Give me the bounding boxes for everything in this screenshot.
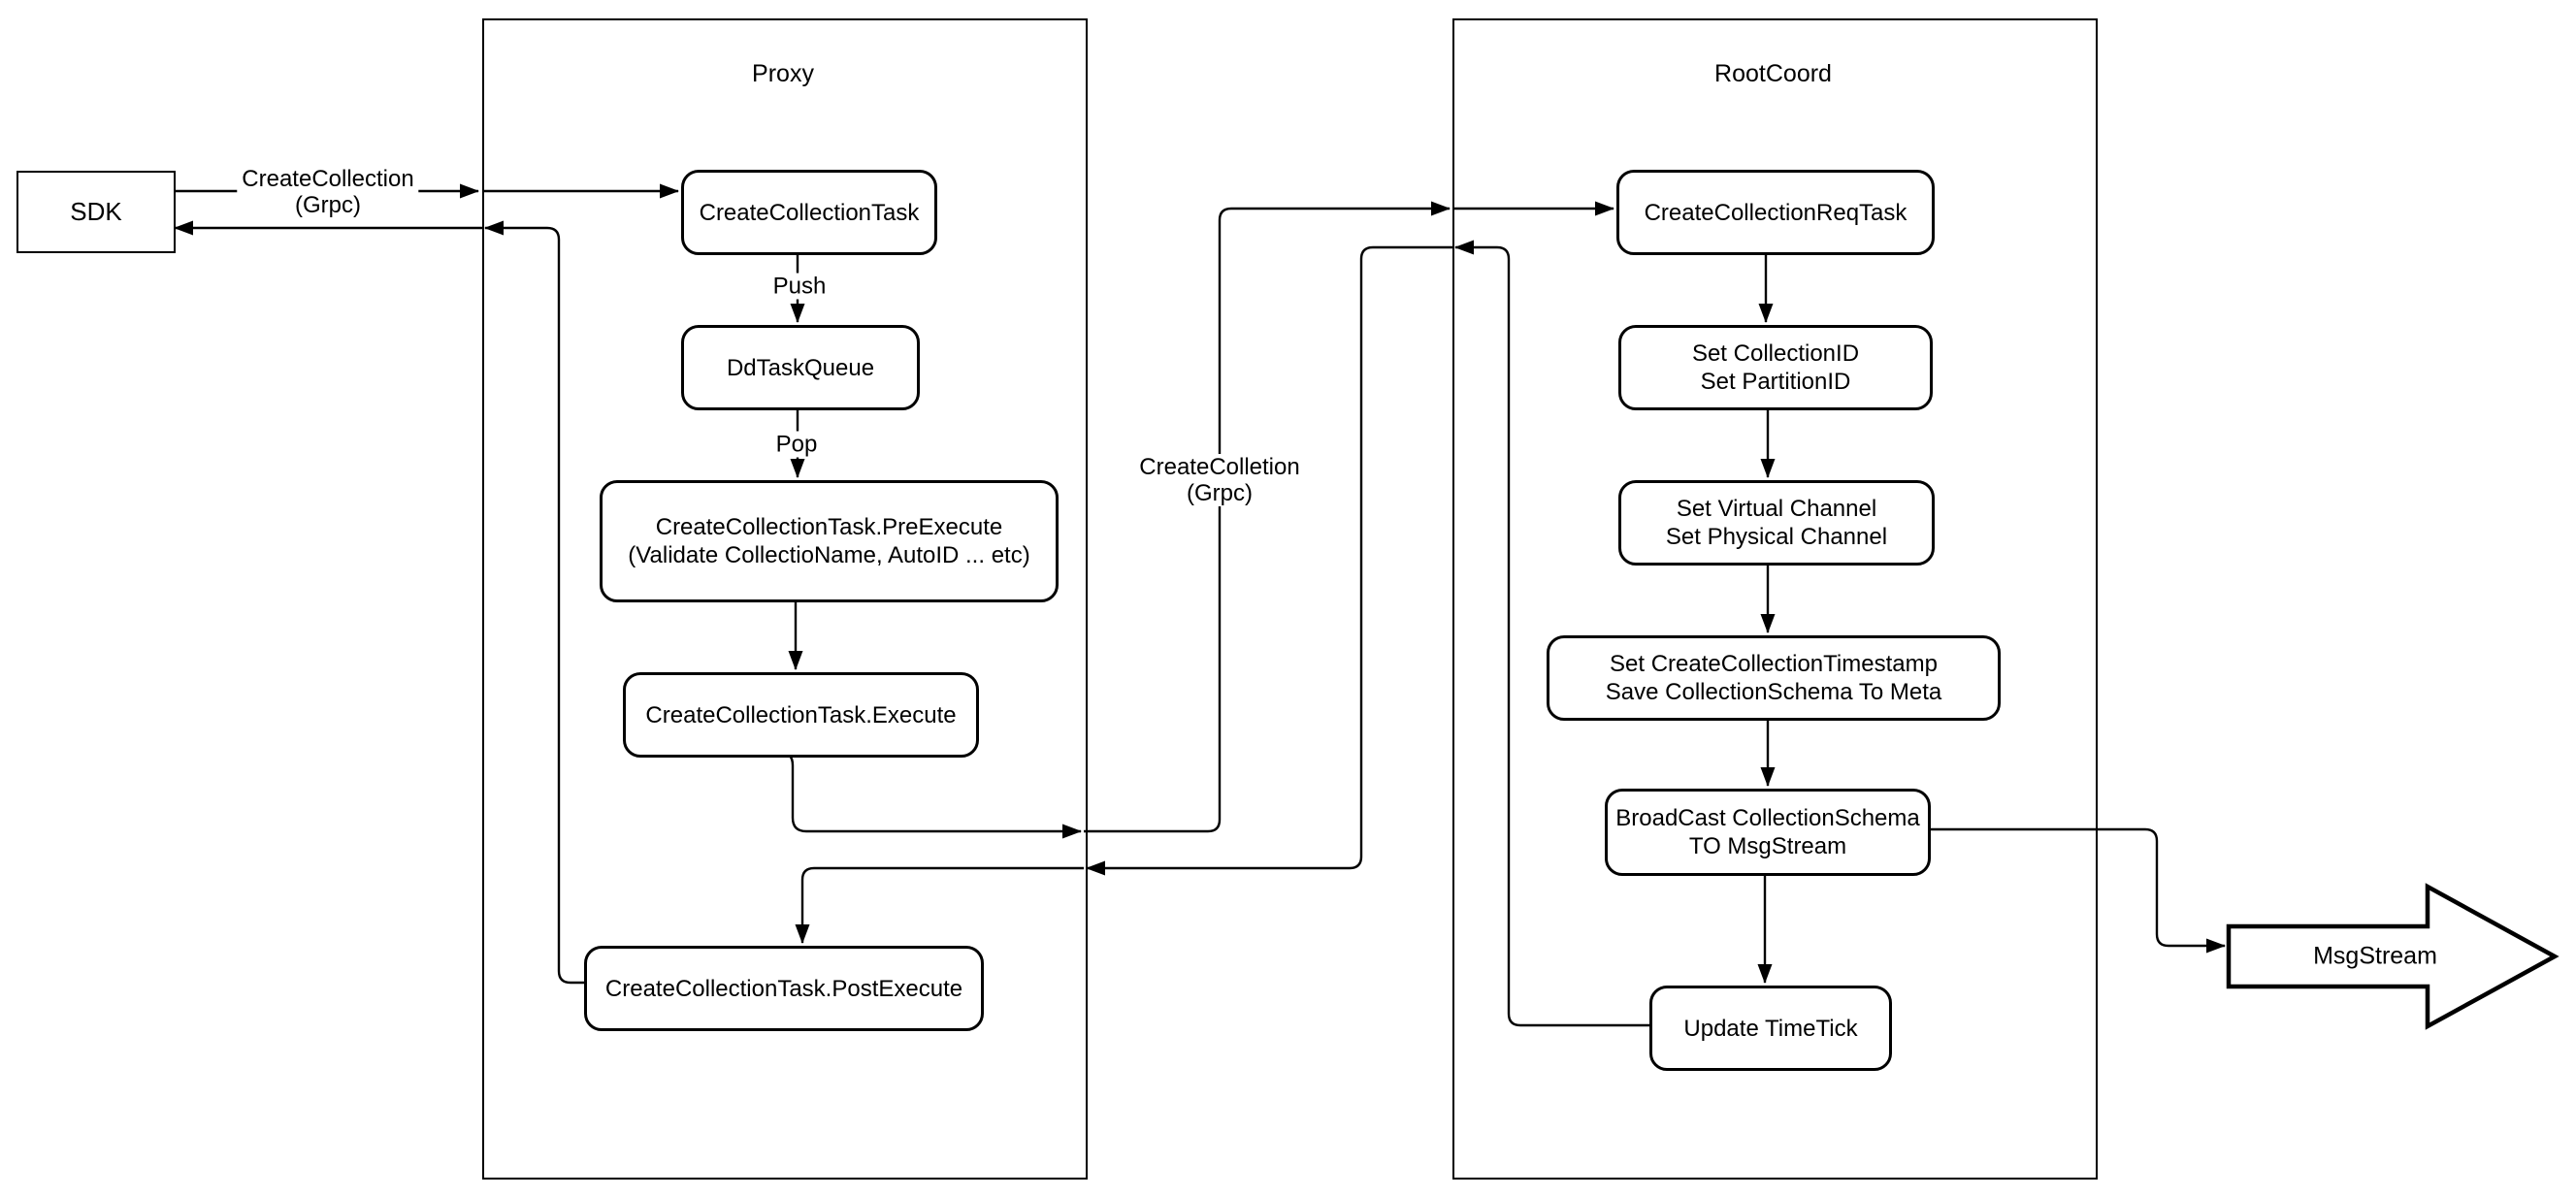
edge-proxy-to-rootcoord-border — [1084, 201, 1451, 833]
proxy-container — [482, 18, 1088, 1180]
node-execute: CreateCollectionTask.Execute — [623, 672, 979, 758]
rootcoord-container — [1452, 18, 2098, 1180]
node-create-collection-task: CreateCollectionTask — [681, 170, 937, 255]
edge-broadcast-to-msgstream — [1925, 827, 2226, 954]
msgstream-label: MsgStream — [2313, 942, 2437, 970]
edge-label-pop: Pop — [770, 431, 823, 458]
node-sdk: SDK — [16, 171, 176, 253]
node-update-timetick: Update TimeTick — [1649, 986, 1892, 1071]
edge-label-push: Push — [767, 273, 831, 300]
edge-execute-to-proxy-border — [778, 750, 1082, 839]
edge-proxy-border-to-postexecute — [795, 866, 1084, 944]
proxy-title: Proxy — [752, 60, 814, 87]
node-set-ids: Set CollectionID Set PartitionID — [1618, 325, 1933, 410]
node-set-channels: Set Virtual Channel Set Physical Channel — [1618, 480, 1935, 566]
edge-label-create-colletion-grpc: CreateColletion (Grpc) — [1134, 454, 1305, 506]
node-dd-task-queue: DdTaskQueue — [681, 325, 920, 410]
node-pre-execute: CreateCollectionTask.PreExecute (Validat… — [600, 480, 1059, 602]
node-broadcast: BroadCast CollectionSchema TO MsgStream — [1605, 789, 1931, 876]
node-post-execute: CreateCollectionTask.PostExecute — [584, 946, 984, 1031]
edge-postexecute-to-proxy-border-return — [484, 220, 584, 985]
node-set-timestamp: Set CreateCollectionTimestamp Save Colle… — [1547, 635, 2001, 721]
edge-rootcoord-to-proxy-border-return — [1086, 245, 1452, 876]
edge-label-create-collection-grpc: CreateCollection (Grpc) — [237, 166, 419, 218]
edge-updatetimetick-to-rootcoord-border — [1454, 240, 1649, 1027]
node-create-collection-req-task: CreateCollectionReqTask — [1616, 170, 1935, 255]
rootcoord-title: RootCoord — [1714, 60, 1832, 87]
msgstream-arrow-shape — [2226, 883, 2560, 1030]
